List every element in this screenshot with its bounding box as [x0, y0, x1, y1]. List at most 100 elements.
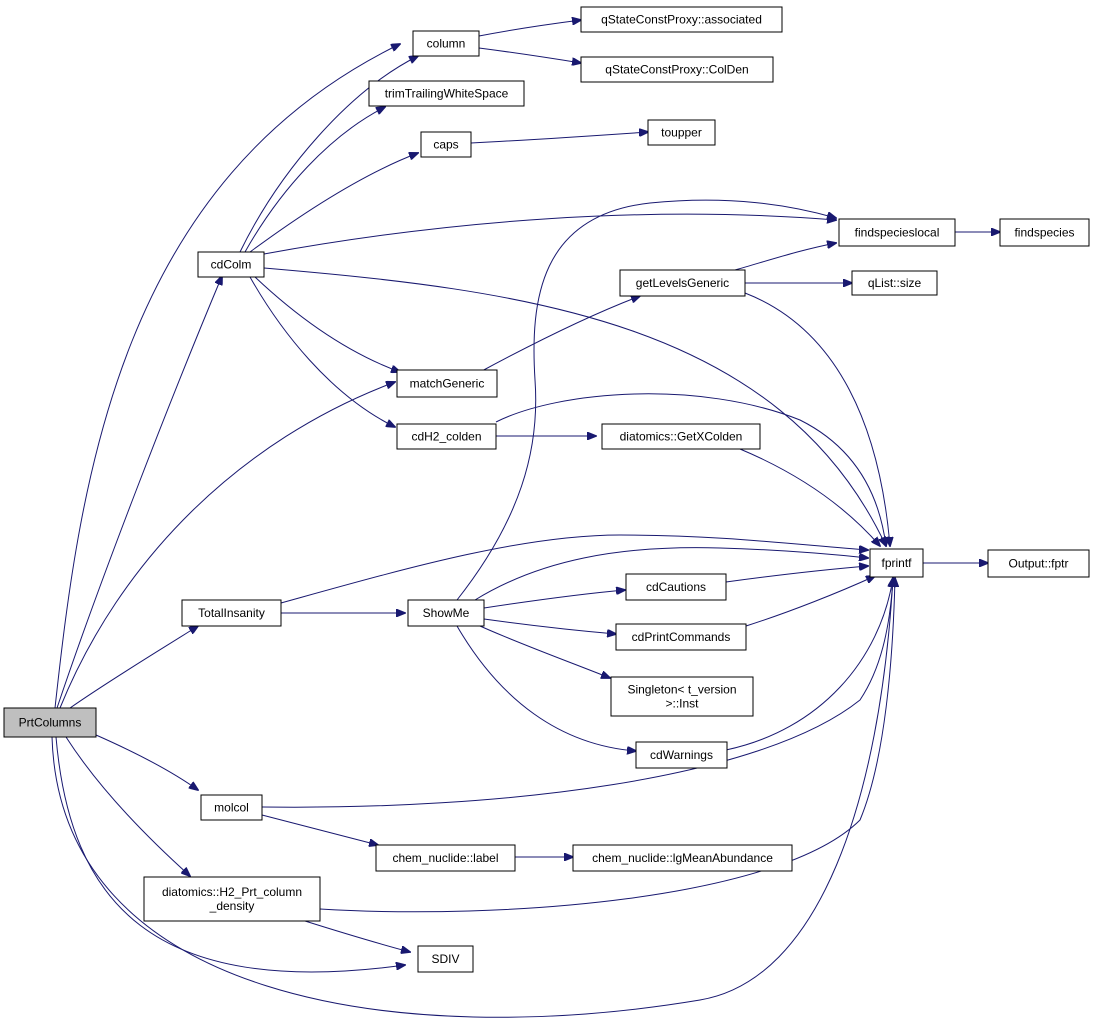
edge-molcol-chemlabel — [261, 814, 378, 845]
edge-cdcolm-trim — [244, 107, 385, 253]
node-getlevelsgeneric[interactable]: getLevelsGeneric — [619, 269, 746, 297]
node-chem-lgmean[interactable]: chem_nuclide::lgMeanAbundance — [572, 844, 793, 872]
node-box — [987, 549, 1090, 578]
node-box — [181, 599, 282, 627]
node-matchgeneric[interactable]: matchGeneric — [396, 369, 498, 398]
node-getxcolden[interactable]: diatomics::GetXColden — [601, 423, 761, 450]
edge-showme-findspecieslocal — [456, 199, 836, 601]
node-label: chem_nuclide::label — [392, 851, 498, 865]
node-label: findspecies — [1014, 226, 1074, 240]
edge-cdcolm-fprintf — [263, 267, 886, 546]
node-chem-label[interactable]: chem_nuclide::label — [375, 844, 516, 872]
node-cdwarnings[interactable]: cdWarnings — [635, 741, 728, 769]
node-fprintf[interactable]: fprintf — [869, 548, 924, 578]
node-label: toupper — [661, 126, 702, 140]
edge-cdcolm-column — [239, 56, 418, 253]
node-cdcautions[interactable]: cdCautions — [625, 573, 727, 601]
node-box — [197, 251, 265, 278]
node-qlist-size[interactable]: qList::size — [851, 270, 938, 296]
edge-h2prt-fprintf — [319, 578, 895, 913]
node-label: Singleton< t_version — [627, 683, 736, 697]
node-cdh2-colden[interactable]: cdH2_colden — [396, 423, 497, 450]
node-cdcolm[interactable]: cdColm — [197, 251, 265, 278]
node-qscp-associated[interactable]: qStateConstProxy::associated — [580, 6, 783, 33]
edge-cdcolm-matchgeneric — [254, 276, 400, 372]
node-box — [647, 119, 716, 146]
node-trimtrailingwhitespace[interactable]: trimTrailingWhiteSpace — [368, 80, 525, 107]
edge-cdcolm-findspecieslocal — [263, 213, 836, 255]
node-box — [601, 423, 761, 450]
node-toupper[interactable]: toupper — [647, 119, 716, 146]
edge-prtcolumns-h2prt — [65, 736, 190, 876]
node-singleton[interactable]: Singleton< t_version>::Inst — [610, 676, 754, 717]
node-output-fptr[interactable]: Output::fptr — [987, 549, 1090, 578]
node-findspecieslocal[interactable]: findspecieslocal — [838, 218, 956, 247]
node-sdiv[interactable]: SDIV — [417, 945, 474, 973]
node-label: matchGeneric — [410, 377, 485, 391]
node-label: diatomics::H2_Prt_column — [162, 885, 302, 899]
node-molcol[interactable]: molcol — [200, 794, 263, 821]
node-label: Output::fptr — [1008, 557, 1068, 571]
edges — [51, 20, 1000, 1018]
edge-cdcautions-fprintf — [725, 566, 868, 583]
node-label: cdColm — [211, 258, 252, 272]
node-label: cdH2_colden — [411, 430, 481, 444]
node-column[interactable]: column — [412, 30, 480, 57]
node-box — [580, 56, 774, 83]
node-prtcolumns[interactable]: PrtColumns — [3, 707, 97, 738]
edge-showme-cdwarnings — [456, 625, 636, 751]
node-label: qStateConstProxy::ColDen — [605, 63, 748, 77]
nodes: PrtColumns column qStateConstProxy::associ… — [3, 6, 1090, 973]
node-qscp-colden[interactable]: qStateConstProxy::ColDen — [580, 56, 774, 83]
edge-cdcolm-caps — [249, 153, 418, 253]
node-findspecies[interactable]: findspecies — [999, 218, 1090, 247]
node-box — [417, 945, 474, 973]
node-box — [200, 794, 263, 821]
node-box — [3, 707, 97, 738]
edge-caps-toupper — [470, 132, 648, 144]
node-label: qList::size — [868, 276, 922, 290]
node-box — [375, 844, 516, 872]
node-box — [572, 844, 793, 872]
node-box — [396, 423, 497, 450]
edge-column-colden — [478, 47, 581, 63]
edge-showme-cdcautions — [483, 590, 625, 609]
edge-getlevels-fprintf — [744, 292, 890, 546]
edge-getlevels-findspecieslocal — [734, 243, 836, 271]
edge-getxcolden-fprintf — [739, 448, 880, 546]
edge-molcol-fprintf — [261, 578, 893, 808]
node-label: PrtColumns — [19, 716, 82, 730]
edge-showme-fprintf — [474, 547, 868, 601]
node-box — [869, 548, 924, 578]
node-label: chem_nuclide::lgMeanAbundance — [592, 851, 773, 865]
node-showme[interactable]: ShowMe — [407, 599, 485, 627]
node-box — [851, 270, 938, 296]
edge-totalinsanity-fprintf — [280, 534, 868, 604]
node-label: SDIV — [431, 952, 459, 966]
edge-showme-cdprint — [483, 618, 616, 634]
node-box — [580, 6, 783, 33]
node-label: caps — [433, 138, 458, 152]
edge-cdh2-fprintf — [495, 393, 886, 546]
edge-prtcolumns-fprintf — [51, 578, 893, 1018]
node-label: >::Inst — [665, 697, 699, 711]
node-caps[interactable]: caps — [420, 131, 472, 158]
node-label: trimTrailingWhiteSpace — [385, 87, 509, 101]
node-label: TotalInsanity — [198, 606, 265, 620]
edge-prtcolumns-cdcolm — [56, 276, 222, 709]
edge-cdcolm-cdh2 — [249, 276, 395, 427]
node-label: _density — [209, 899, 255, 913]
edge-h2prt-sdiv — [304, 920, 410, 952]
node-label: column — [427, 37, 466, 51]
edge-cdwarnings-fprintf — [725, 578, 893, 751]
node-totalinsanity[interactable]: TotalInsanity — [181, 599, 282, 627]
node-label: cdCautions — [646, 580, 706, 594]
node-box — [999, 218, 1090, 247]
node-h2-prt[interactable]: diatomics::H2_Prt_column_density — [143, 876, 321, 922]
edge-prtcolumns-totalinsanity — [69, 626, 198, 709]
edge-matchgeneric-getlevels — [479, 296, 640, 373]
edge-cdprint-fprintf — [745, 576, 875, 627]
node-cdprintcommands[interactable]: cdPrintCommands — [615, 623, 747, 651]
